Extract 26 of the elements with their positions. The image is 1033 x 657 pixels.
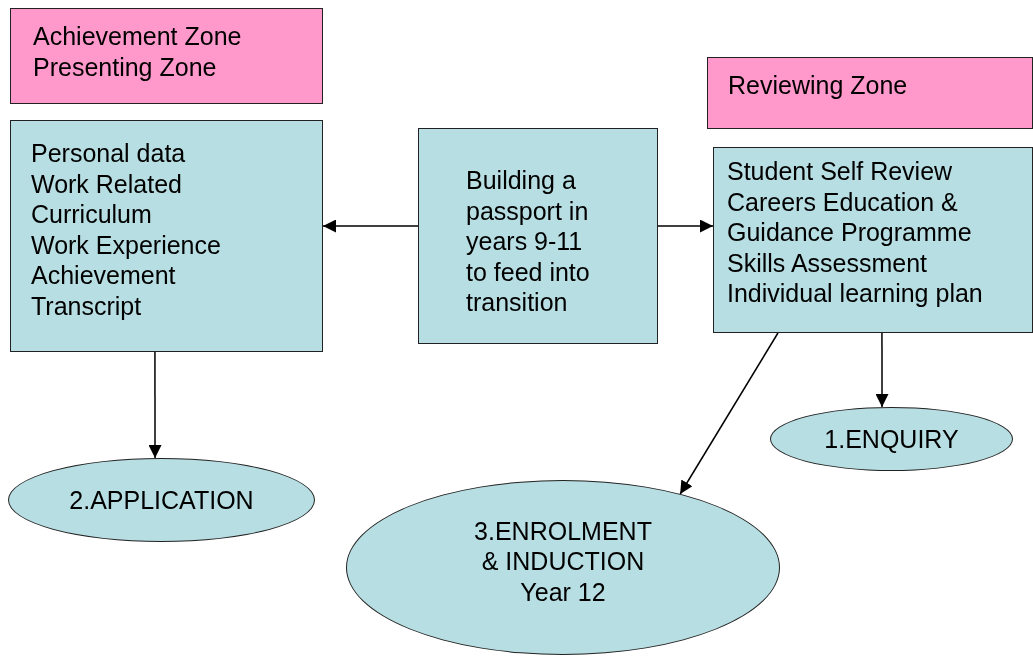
stage-label: Year 12 bbox=[519, 576, 607, 608]
list-item: Careers Education & Guidance Programme bbox=[727, 186, 973, 248]
list-item: Individual learning plan bbox=[727, 278, 984, 309]
zone-label: Presenting Zone bbox=[33, 51, 218, 82]
stage-label: 1.ENQUIRY bbox=[823, 423, 960, 455]
zone-label-box bbox=[707, 57, 1033, 129]
zone-label-box bbox=[10, 8, 323, 104]
list-item: Achievement Transcript bbox=[31, 260, 177, 321]
list-item: Personal data bbox=[31, 138, 187, 169]
stage-label: 2.APPLICATION bbox=[68, 484, 255, 516]
zone-label: Reviewing Zone bbox=[728, 70, 909, 101]
list-item: Work Experience bbox=[31, 229, 222, 260]
list-item: Student Self Review bbox=[727, 156, 954, 187]
arrow bbox=[657, 219, 714, 233]
arrow bbox=[148, 351, 162, 459]
content-box bbox=[418, 128, 658, 344]
content-box bbox=[713, 147, 1033, 333]
list-item: Skills Assessment bbox=[727, 247, 929, 278]
arrow bbox=[875, 332, 889, 408]
list-item: Work Related Curriculum bbox=[31, 168, 183, 230]
zone-label: Achievement Zone bbox=[33, 21, 243, 52]
arrow bbox=[679, 332, 779, 495]
stage-label: 3.ENROLMENT & INDUCTION bbox=[473, 515, 653, 577]
content-box bbox=[10, 120, 323, 352]
list-item: Building a passport in years 9-11 to feed into transition bbox=[466, 165, 591, 318]
arrow bbox=[322, 219, 419, 233]
